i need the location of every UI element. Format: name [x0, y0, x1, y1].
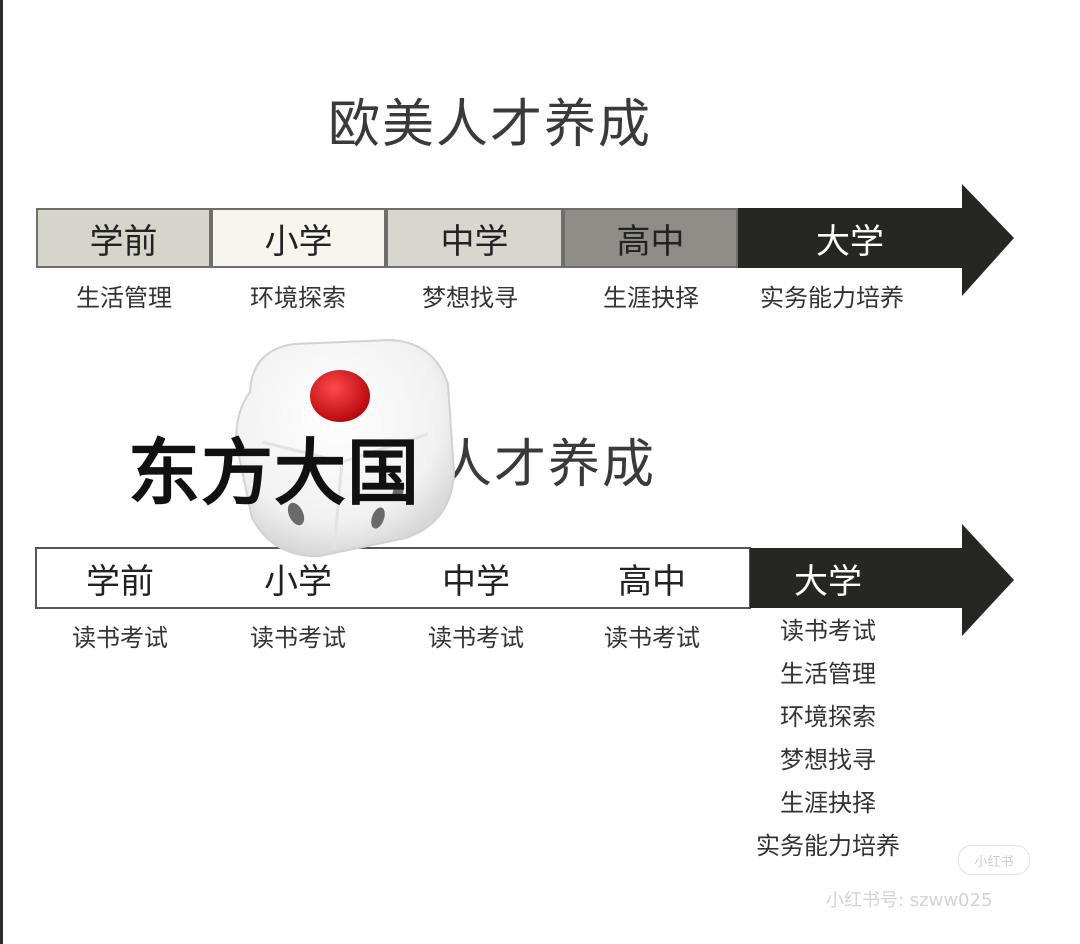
west-arrow-head	[738, 184, 1014, 296]
west-stage-1: 学前	[36, 208, 211, 268]
east-university-desc-item: 读书考试	[780, 617, 876, 645]
east-overlay-title: 东方大国	[128, 431, 421, 515]
east-stage-2: 小学	[264, 561, 332, 602]
east-stage-3-desc: 读书考试	[428, 624, 524, 652]
east-university-desc-item: 生活管理	[780, 660, 876, 688]
east-university-desc-item: 实务能力培养	[756, 832, 900, 860]
west-stage-5: 大学	[816, 221, 884, 262]
east-stage-1: 学前	[86, 561, 154, 602]
watermark-text: 小红书号: szww025	[826, 890, 993, 911]
east-university-desc-item: 环境探索	[780, 703, 876, 731]
east-stage-5: 大学	[794, 561, 862, 602]
east-section-title-suffix: 人才养成	[440, 435, 657, 495]
east-university-desc-item: 梦想找寻	[780, 746, 876, 774]
west-stage-2: 小学	[211, 208, 386, 268]
west-stage-1-desc: 生活管理	[76, 284, 172, 312]
west-stage-3-desc: 梦想找寻	[422, 284, 518, 312]
left-edge-rule	[0, 0, 3, 944]
west-stage-4-desc: 生涯抉择	[603, 284, 699, 312]
east-university-desc-item: 生涯抉择	[780, 789, 876, 817]
west-stage-4: 高中	[563, 208, 738, 268]
east-stage-3: 中学	[442, 561, 510, 602]
dice-red-pip	[310, 370, 370, 422]
east-stage-5-desc-list: 读书考试生活管理环境探索梦想找寻生涯抉择实务能力培养	[728, 610, 928, 868]
west-section-title: 欧美人才养成	[328, 95, 653, 155]
east-stage-2-desc: 读书考试	[250, 624, 346, 652]
east-arrow-head	[750, 524, 1014, 636]
east-stage-1-desc: 读书考试	[72, 624, 168, 652]
east-stage-4-desc: 读书考试	[604, 624, 700, 652]
west-stage-5-desc: 实务能力培养	[760, 284, 904, 312]
east-arrow-body	[35, 547, 751, 609]
dice-icon	[234, 338, 456, 558]
east-stage-4: 高中	[618, 561, 686, 602]
west-stage-3: 中学	[386, 208, 563, 268]
watermark-badge: 小红书	[958, 845, 1030, 875]
west-stage-2-desc: 环境探索	[250, 284, 346, 312]
